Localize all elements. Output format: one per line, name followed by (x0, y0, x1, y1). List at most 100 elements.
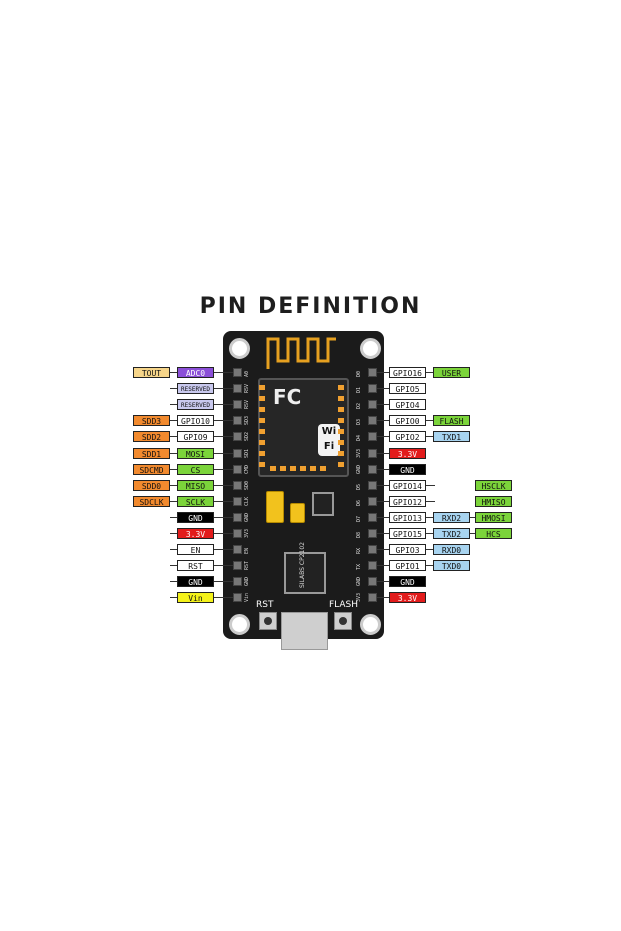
header-pin (368, 480, 377, 490)
header-pin (233, 545, 242, 555)
pin-label-txd0: TXD0 (433, 560, 470, 572)
module-pad (290, 466, 296, 471)
pin-label-3-3v: 3.3V (389, 592, 426, 604)
module-pad (259, 429, 265, 434)
module-pad (338, 407, 344, 412)
module-pad (338, 440, 344, 445)
pin-label-gnd: GND (177, 576, 214, 588)
module-pad (259, 440, 265, 445)
pin-label-gpio2: GPIO2 (389, 431, 426, 443)
pin-label-reserved: RESERVED (177, 399, 214, 411)
rst-button[interactable] (259, 612, 277, 630)
board-pin-label: 3V3 (244, 528, 250, 538)
pin-label-txd2: TXD2 (433, 528, 470, 539)
board-pin-label: TX (356, 564, 362, 571)
mounting-hole (360, 338, 381, 359)
pin-label-cs: CS (177, 463, 214, 475)
pin-label-sdd1: SDD1 (133, 447, 170, 459)
antenna-trace-icon (266, 337, 336, 369)
module-pad (259, 385, 265, 390)
board-pin-label: EN (244, 548, 250, 555)
flash-button[interactable] (334, 612, 352, 630)
fc-logo: FC (273, 385, 302, 409)
pin-label-sdcmd: SDCMD (133, 463, 170, 475)
board-pin-label: RSV (244, 400, 250, 410)
pin-label-gpio3: GPIO3 (389, 544, 426, 556)
pin-wire (372, 404, 391, 406)
pin-label-3-3v: 3.3V (177, 528, 214, 539)
module-pad (259, 462, 265, 467)
pin-label-user: USER (433, 367, 470, 378)
pin-label-txd1: TXD1 (433, 431, 470, 443)
mounting-hole (229, 614, 250, 635)
regulator-chip (312, 492, 334, 516)
pin-label-gpio10: GPIO10 (177, 415, 214, 427)
header-pin (368, 432, 377, 442)
rst-button-label: RST (256, 600, 274, 610)
header-pin (233, 448, 242, 458)
header-pin (368, 593, 377, 603)
module-pad (338, 462, 344, 467)
pin-label-mosi: MOSI (177, 447, 214, 459)
board-pin-label: RST (244, 561, 250, 571)
module-pad (259, 451, 265, 456)
board-pin-label: D7 (356, 515, 362, 522)
pin-label-hmiso: HMISO (475, 495, 512, 507)
pin-label-adc0: ADC0 (177, 367, 214, 378)
pin-label-sdclk: SDCLK (133, 495, 170, 507)
module-pad (270, 466, 276, 471)
pin-label-rxd2: RXD2 (433, 511, 470, 523)
pin-wire (372, 388, 391, 390)
header-pin (233, 561, 242, 571)
board-pin-label: GND (244, 512, 250, 522)
board-pin-label: CLK (244, 496, 250, 506)
header-pin (368, 512, 377, 522)
pin-label-gpio1: GPIO1 (389, 560, 426, 572)
board-pin-label: SD0 (244, 480, 250, 490)
module-pad (338, 385, 344, 390)
capacitor (290, 503, 305, 523)
pin-label-gpio12: GPIO12 (389, 495, 426, 507)
header-pin (233, 496, 242, 506)
pin-label-sdd3: SDD3 (133, 415, 170, 427)
module-pad (280, 466, 286, 471)
header-pin (233, 432, 242, 442)
board-pin-label: D0 (356, 370, 362, 377)
pin-label-hsclk: HSCLK (475, 479, 512, 491)
module-pad (338, 451, 344, 456)
board-pin-label: D8 (356, 531, 362, 538)
pin-label-sclk: SCLK (177, 495, 214, 507)
pin-label-sdd2: SDD2 (133, 431, 170, 443)
mounting-hole (360, 614, 381, 635)
mounting-hole (229, 338, 250, 359)
pin-label-rst: RST (177, 560, 214, 572)
board-pin-label: 3V3 (356, 448, 362, 458)
header-pin (233, 416, 242, 426)
board-pin-label: GND (356, 577, 362, 587)
board-pin-label: Vin (244, 593, 250, 603)
module-pad (259, 407, 265, 412)
pin-wire (372, 597, 391, 599)
header-pin (368, 416, 377, 426)
module-pad (300, 466, 306, 471)
header-pin (233, 464, 242, 474)
pin-label-gnd: GND (389, 576, 426, 588)
header-pin (368, 496, 377, 506)
pin-label-3-3v: 3.3V (389, 447, 426, 459)
header-pin (368, 368, 377, 377)
board-pin-label: SD2 (244, 432, 250, 442)
board-pin-label: 3V3 (356, 593, 362, 603)
pin-label-flash: FLASH (433, 415, 470, 427)
micro-usb-port (281, 612, 328, 650)
header-pin (368, 384, 377, 394)
header-pin (368, 400, 377, 410)
header-pin (233, 480, 242, 490)
usb-chip-label: SILABS CP2102 (299, 542, 306, 588)
board-pin-label: GND (356, 464, 362, 474)
board-pin-label: A0 (244, 370, 250, 377)
header-pin (368, 561, 377, 571)
board-pin-label: SD1 (244, 448, 250, 458)
pin-label-gpio4: GPIO4 (389, 399, 426, 411)
pin-label-reserved: RESERVED (177, 383, 214, 395)
board-pin-label: D5 (356, 483, 362, 490)
